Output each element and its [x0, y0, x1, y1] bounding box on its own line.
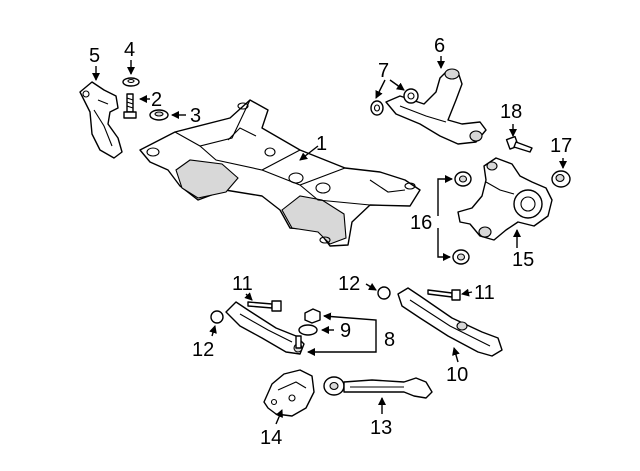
callout-16: 16 — [410, 212, 432, 234]
callout-17: 17 — [550, 135, 572, 157]
bracket-14-drawing — [263, 369, 315, 417]
callout-11-left: 11 — [232, 273, 253, 295]
bushings-12-drawing — [210, 286, 391, 324]
callout-3: 3 — [190, 105, 201, 127]
callout-14: 14 — [260, 427, 282, 449]
callout-10: 10 — [446, 364, 468, 386]
callout-1: 1 — [316, 133, 327, 155]
trailing-arm-13-drawing — [323, 376, 433, 399]
callout-18: 18 — [500, 101, 522, 123]
crossmember-drawing — [139, 99, 421, 247]
callout-12-left: 12 — [192, 339, 214, 361]
bolt-18-drawing — [505, 135, 533, 153]
callout-numbers: 1 2 3 4 5 6 7 8 9 10 11 11 12 12 13 14 1… — [89, 35, 572, 449]
lower-arm-8-drawing — [225, 301, 305, 355]
bushing-17-drawing — [551, 170, 571, 188]
upper-control-arm-drawing — [385, 68, 487, 145]
callout-8: 8 — [384, 329, 395, 351]
callout-4: 4 — [124, 39, 135, 61]
callout-13: 13 — [370, 417, 392, 439]
bracket-drawing — [79, 81, 123, 159]
knuckle-drawing — [457, 157, 553, 241]
nut-drawing — [149, 109, 169, 121]
callout-12-right: 12 — [338, 273, 360, 295]
washer-drawing — [122, 77, 140, 87]
leader-lines — [92, 56, 567, 425]
callout-2: 2 — [151, 89, 162, 111]
callout-15: 15 — [512, 249, 534, 271]
lateral-link-10-drawing — [397, 287, 503, 357]
nut-9-drawing — [298, 308, 321, 336]
bushings-16-drawing — [452, 171, 472, 265]
callout-5: 5 — [89, 45, 100, 67]
bolts-11-drawing — [247, 289, 461, 312]
callout-9: 9 — [340, 320, 351, 342]
bolt-drawing — [123, 93, 137, 119]
callout-6: 6 — [434, 35, 445, 57]
callout-11-right: 11 — [474, 282, 495, 304]
callout-7: 7 — [378, 60, 389, 82]
bushings-drawing — [370, 88, 419, 116]
